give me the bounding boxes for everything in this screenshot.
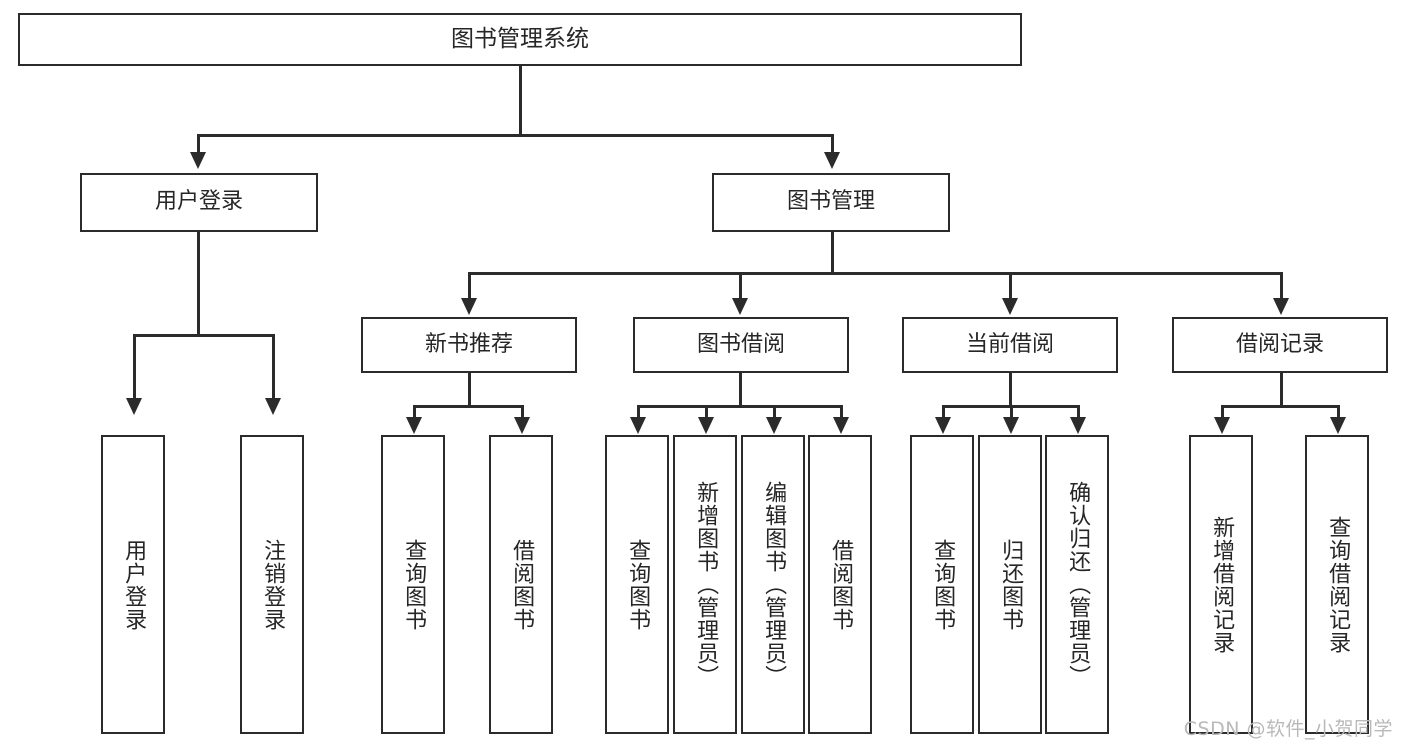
connector-bm-c1 xyxy=(468,272,471,302)
leaf-query-book-current[interactable]: 查询图书 xyxy=(910,435,974,734)
node-label: 新增借阅记录 xyxy=(1209,515,1235,654)
node-label: 查询图书 xyxy=(930,538,956,631)
node-label: 借阅记录 xyxy=(1235,331,1324,357)
node-label: 确认归还（管理员） xyxy=(1065,481,1091,688)
connector-bb-l1 xyxy=(637,405,640,421)
connector-user-login-bar xyxy=(133,334,274,337)
arrow-to-leaf-query-record xyxy=(1330,417,1346,434)
arrow-to-leaf-borrow-book-b xyxy=(833,417,849,434)
arrow-to-leaf-confirm-return xyxy=(1070,417,1086,434)
connector-book-manage-bar xyxy=(468,272,1280,275)
connector-bb-l4 xyxy=(840,405,843,421)
leaf-query-book-borrow[interactable]: 查询图书 xyxy=(605,435,669,734)
node-label: 查询图书 xyxy=(401,538,427,631)
node-label: 归还图书 xyxy=(998,538,1024,631)
leaf-borrow-book-borrow[interactable]: 借阅图书 xyxy=(808,435,872,734)
connector-nbr-stem xyxy=(468,373,471,407)
connector-root-to-user-login xyxy=(197,134,200,156)
csdn-watermark: CSDN @软件_小贺同学 xyxy=(1183,718,1393,740)
leaf-user-login[interactable]: 用户登录 xyxy=(101,435,165,734)
leaf-edit-book-admin[interactable]: 编辑图书（管理员） xyxy=(741,435,805,734)
arrow-to-leaf-edit-book xyxy=(766,417,782,434)
connector-bb-l3 xyxy=(773,405,776,421)
arrow-to-leaf-add-record xyxy=(1214,417,1230,434)
node-label: 查询图书 xyxy=(625,538,651,631)
connector-bm-c2 xyxy=(739,272,742,302)
connector-cb-l1 xyxy=(942,405,945,421)
node-label: 图书管理系统 xyxy=(451,25,589,52)
arrow-to-leaf-user-login xyxy=(126,398,142,415)
arrow-to-book-borrow xyxy=(732,298,748,315)
arrow-to-current-borrow xyxy=(1002,298,1018,315)
connector-user-login-stem xyxy=(197,232,200,336)
connector-br-stem xyxy=(1280,373,1283,407)
node-borrow-record[interactable]: 借阅记录 xyxy=(1172,317,1388,373)
connector-root-stem xyxy=(519,66,522,136)
connector-book-manage-stem xyxy=(831,232,834,274)
leaf-add-borrow-record[interactable]: 新增借阅记录 xyxy=(1189,435,1253,734)
node-label: 当前借阅 xyxy=(965,331,1054,357)
node-label: 用户登录 xyxy=(154,189,243,215)
connector-root-to-book-manage xyxy=(831,134,834,156)
node-label: 借阅图书 xyxy=(509,538,535,631)
arrow-to-leaf-borrow-book-a xyxy=(514,417,530,434)
leaf-confirm-return-admin[interactable]: 确认归还（管理员） xyxy=(1045,435,1109,734)
node-label: 新书推荐 xyxy=(424,331,513,357)
connector-bm-c3 xyxy=(1009,272,1012,302)
leaf-query-borrow-record[interactable]: 查询借阅记录 xyxy=(1305,435,1369,734)
connector-br-l1 xyxy=(1221,405,1224,421)
node-label: 图书管理 xyxy=(786,189,875,215)
node-label: 注销登录 xyxy=(260,538,286,631)
node-label: 用户登录 xyxy=(121,538,147,631)
node-root-system[interactable]: 图书管理系统 xyxy=(18,13,1022,66)
node-new-book-recommend[interactable]: 新书推荐 xyxy=(361,317,577,373)
arrow-to-leaf-return-book xyxy=(1003,417,1019,434)
node-current-borrow[interactable]: 当前借阅 xyxy=(902,317,1118,373)
connector-nbr-l2 xyxy=(521,405,524,421)
arrow-to-user-login xyxy=(190,152,206,169)
arrow-to-leaf-query-book-a xyxy=(406,417,422,434)
arrow-to-leaf-query-book-c xyxy=(935,417,951,434)
node-label: 图书借阅 xyxy=(696,331,785,357)
connector-user-login-left xyxy=(133,334,136,402)
node-user-login[interactable]: 用户登录 xyxy=(80,173,318,232)
connector-br-bar xyxy=(1221,405,1339,408)
arrow-to-leaf-query-book-b xyxy=(630,417,646,434)
connector-nbr-bar xyxy=(413,405,523,408)
arrow-to-new-book-rec xyxy=(461,298,477,315)
leaf-borrow-book-recommend[interactable]: 借阅图书 xyxy=(489,435,553,734)
node-book-borrow[interactable]: 图书借阅 xyxy=(633,317,849,373)
node-label: 新增图书（管理员） xyxy=(693,481,719,688)
connector-user-login-right xyxy=(272,334,275,402)
arrow-to-leaf-add-book xyxy=(698,417,714,434)
leaf-return-book[interactable]: 归还图书 xyxy=(978,435,1042,734)
connector-cb-l2 xyxy=(1010,405,1013,421)
leaf-query-book-recommend[interactable]: 查询图书 xyxy=(381,435,445,734)
connector-br-l2 xyxy=(1337,405,1340,421)
node-label: 编辑图书（管理员） xyxy=(761,481,787,688)
arrow-to-book-manage xyxy=(824,152,840,169)
connector-cb-l3 xyxy=(1077,405,1080,421)
leaf-add-book-admin[interactable]: 新增图书（管理员） xyxy=(673,435,737,734)
connector-nbr-l1 xyxy=(413,405,416,421)
node-label: 查询借阅记录 xyxy=(1325,515,1351,654)
connector-bb-l2 xyxy=(705,405,708,421)
connector-bb-stem xyxy=(739,373,742,407)
connector-cb-stem xyxy=(1009,373,1012,407)
connector-bb-bar xyxy=(637,405,842,408)
node-label: 借阅图书 xyxy=(828,538,854,631)
connector-root-bar xyxy=(197,134,834,137)
connector-bm-c4 xyxy=(1280,272,1283,302)
node-book-manage[interactable]: 图书管理 xyxy=(712,173,950,232)
arrow-to-borrow-record xyxy=(1273,298,1289,315)
arrow-to-leaf-logout xyxy=(265,398,281,415)
leaf-logout[interactable]: 注销登录 xyxy=(240,435,304,734)
